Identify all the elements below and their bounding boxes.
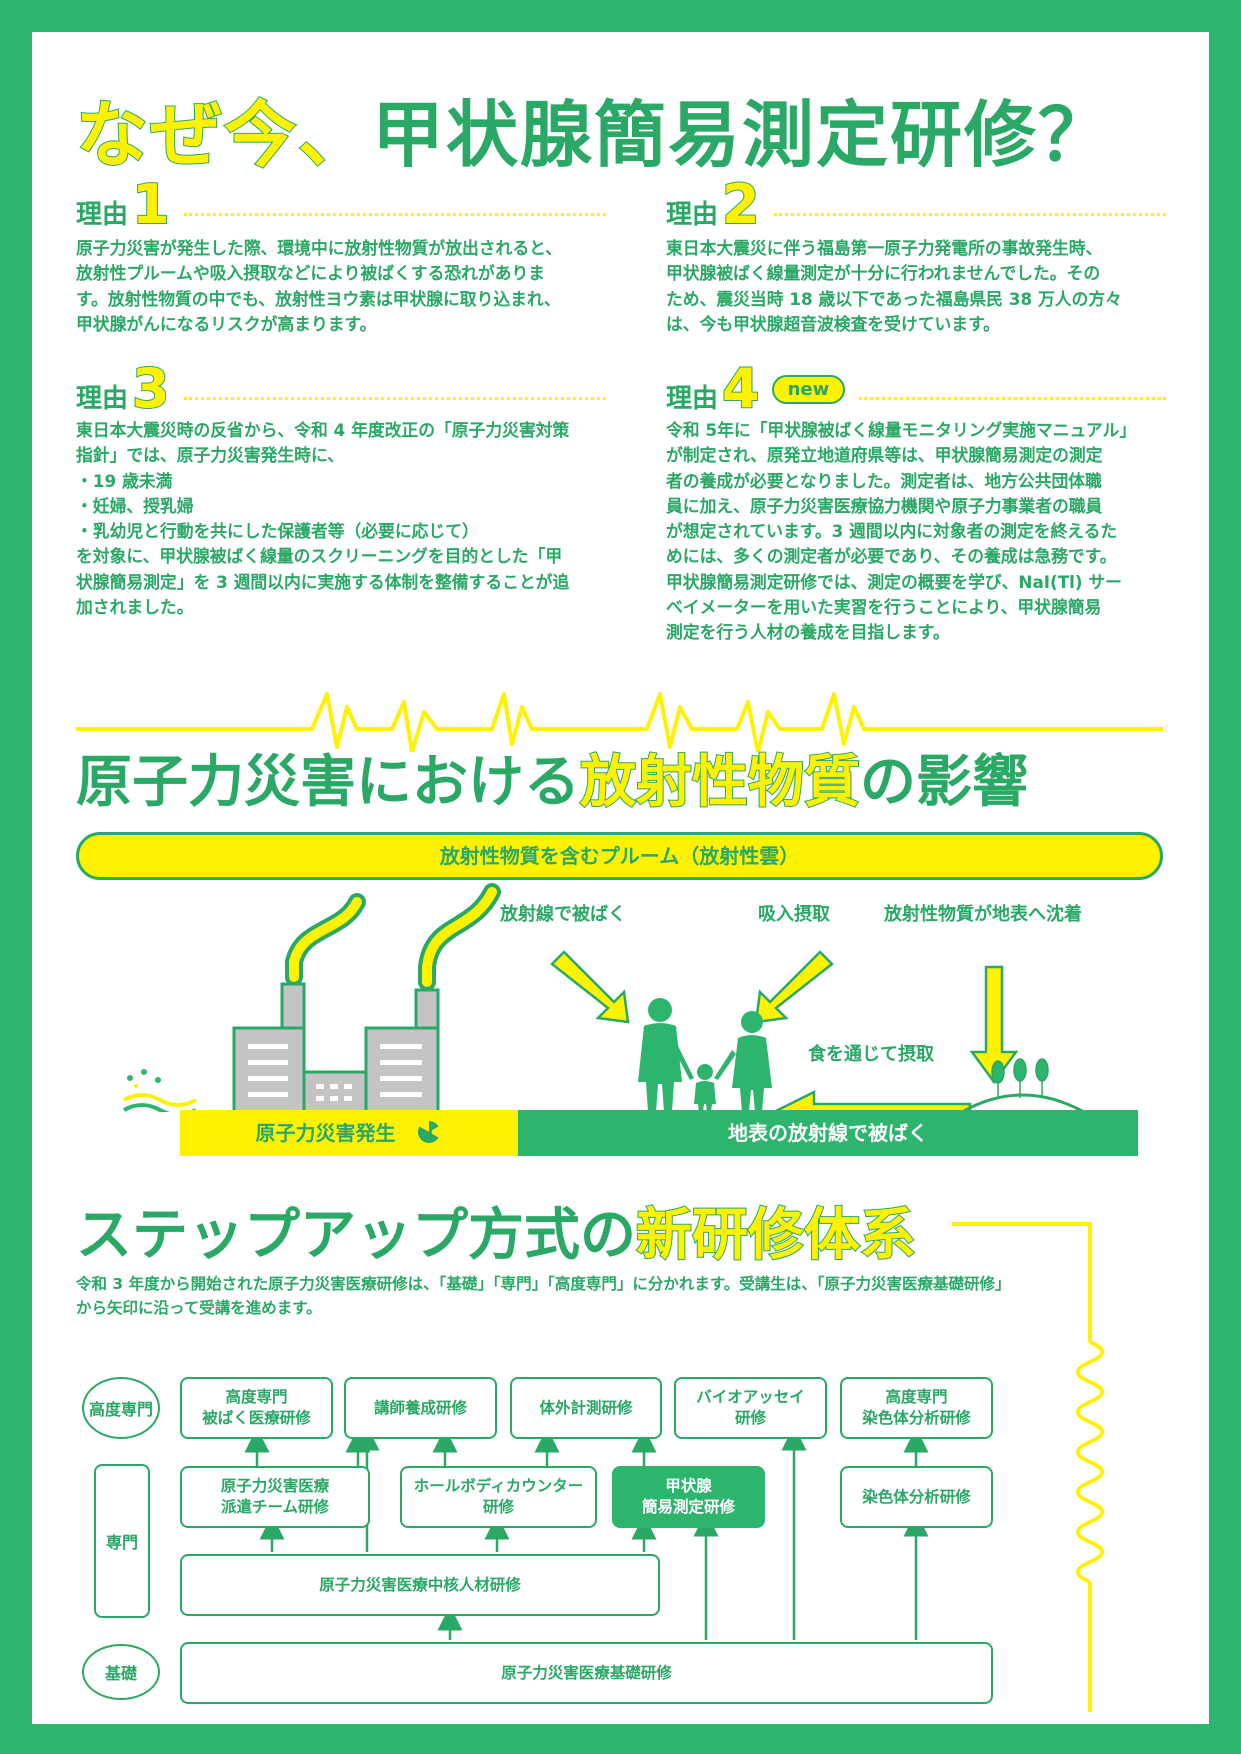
course-dispatch: 原子力災害医療 派遣チーム研修 — [180, 1466, 370, 1528]
text-line: ベイメーターを用いた実習を行うことにより、甲状腺簡易 — [666, 597, 1102, 618]
course-adv-chromosome: 高度専門 染色体分析研修 — [840, 1377, 993, 1439]
text-line: 甲状腺被ばく線量測定が十分に行われませんでした。その — [666, 263, 1101, 284]
arrow-icon — [550, 950, 1019, 1112]
dotted-rule — [183, 397, 606, 400]
ground-bar-left: 原子力災害発生 — [180, 1110, 518, 1156]
page-title: なぜ今、甲状腺簡易測定研修？ — [75, 76, 1113, 181]
label-inhalation: 吸入摂取 — [758, 904, 830, 925]
course-instructor: 講師養成研修 — [344, 1377, 497, 1439]
reason-number: 4 — [721, 357, 761, 420]
section3-title-pre: ステップアップ方式の — [76, 1203, 636, 1268]
text-line: 状腺簡易測定」を 3 週間以内に実施する体制を整備することが追 — [76, 571, 570, 592]
text-line: ・妊婦、授乳婦 — [76, 495, 194, 516]
level-specialist: 専門 — [94, 1464, 150, 1618]
text-line: 東日本大震災に伴う福島第一原子力発電所の事故発生時、 — [666, 238, 1103, 258]
course-chromosome: 染色体分析研修 — [840, 1466, 993, 1528]
label-deposit: 放射性物質が地表へ沈着 — [884, 904, 1082, 925]
wheat-icon — [991, 1058, 1049, 1098]
coil-decoration — [952, 1222, 1104, 1712]
smoke-stream — [289, 897, 362, 982]
ground-mound — [961, 1093, 1085, 1112]
level-advanced: 高度専門 — [82, 1377, 160, 1439]
text-line: す。放射性物質の中でも、放射性ヨウ素は甲状腺に取り込まれ、 — [76, 288, 561, 309]
reason-3-text: 東日本大震災時の反省から、令和 4 年度改正の「原子力災害対策 指針」では、原子… — [76, 418, 616, 620]
course-adv-medical: 高度専門 被ばく医療研修 — [180, 1377, 333, 1439]
new-badge: new — [771, 375, 846, 404]
level-basic: 基礎 — [82, 1644, 160, 1700]
label-radiation: 放射線で被ばく — [500, 904, 626, 925]
text-line: を対象に、甲状腺被ばく線量のスクリーニングを目的とした「甲 — [76, 546, 563, 567]
text-line: 原子力災害が発生した際、環境中に放射性物質が放出されると、 — [76, 238, 562, 258]
course-thyroid: 甲状腺 簡易測定研修 — [612, 1466, 765, 1528]
factory-windows — [248, 1044, 422, 1101]
section2-title-post: の影響 — [860, 750, 1028, 815]
title-part2: 甲状腺簡易測定研修？ — [372, 93, 1113, 177]
section3-intro: 令和 3 年度から開始された原子力災害医療研修は、「基礎」「専門」「高度専門」に… — [76, 1272, 1076, 1320]
reason-number: 2 — [721, 173, 761, 236]
reason-2-heading: 理由 2 — [666, 173, 1166, 236]
ground-left-label: 原子力災害発生 — [255, 1121, 396, 1145]
section3-title-highlight: 新研修体系 — [635, 1202, 917, 1269]
text-line: 員に加え、原子力災害医療協力機関や原子力事業者の職員 — [666, 495, 1103, 516]
reason-2-text: 東日本大震災に伴う福島第一原子力発電所の事故発生時、 甲状腺被ばく線量測定が十分… — [666, 236, 1181, 337]
text-line: が制定され、原発立地道府県等は、甲状腺簡易測定の測定 — [666, 445, 1103, 466]
section2-title-pre: 原子力災害における — [76, 750, 580, 815]
reason-number: 1 — [131, 173, 171, 236]
ground-bar-right: 地表の放射線で被ばく — [518, 1110, 1138, 1156]
text-line: ため、震災当時 18 歳以下であった福島県民 38 万人の方々 — [666, 288, 1122, 309]
text-line: 東日本大震災時の反省から、令和 4 年度改正の「原子力災害対策 — [76, 420, 570, 440]
course-bioassay: バイオアッセイ 研修 — [674, 1377, 827, 1439]
text-line: 令和 5年に「甲状腺被ばく線量モニタリング実施マニュアル」 — [666, 420, 1137, 440]
radiation-waves — [123, 1069, 197, 1112]
reason-1-heading: 理由 1 — [76, 173, 606, 236]
reason-1-text: 原子力災害が発生した際、環境中に放射性物質が放出されると、 放射性プルームや吸入… — [76, 236, 616, 337]
course-core: 原子力災害医療中核人材研修 — [180, 1554, 660, 1616]
text-line: は、今も甲状腺超音波検査を受けています。 — [666, 313, 1000, 334]
text-line: 放射性プルームや吸入摂取などにより被ばくする恐れがありま — [76, 263, 546, 284]
section2-title-highlight: 放射性物質 — [579, 749, 861, 816]
reason-label: 理由 — [76, 384, 129, 414]
reason-label: 理由 — [666, 384, 719, 414]
text-line: 者の養成が必要となりました。測定者は、地方公共団体職 — [666, 470, 1102, 491]
reason-label: 理由 — [76, 200, 129, 230]
plume-banner: 放射性物質を含むプルーム（放射性雲） — [76, 832, 1163, 880]
radiation-illustration — [123, 883, 1085, 1112]
section3-title: ステップアップ方式の新研修体系 — [76, 1190, 917, 1271]
factory-building — [302, 1070, 368, 1112]
dotted-rule — [773, 213, 1166, 216]
section2-title: 原子力災害における放射性物質の影響 — [76, 737, 1028, 818]
text-line: ・19 歳未満 — [76, 470, 173, 491]
reason-label: 理由 — [666, 200, 719, 230]
radiation-icon — [418, 1121, 439, 1143]
dotted-rule — [859, 397, 1166, 400]
course-basic: 原子力災害医療基礎研修 — [180, 1642, 993, 1704]
reason-4-heading: 理由 4 new — [666, 357, 1166, 420]
smoke-stream — [422, 887, 497, 987]
pulse-divider — [76, 692, 1163, 752]
reason-3-heading: 理由 3 — [76, 357, 606, 420]
factory-building — [364, 1026, 440, 1112]
flow-connectors — [244, 1425, 929, 1640]
factory-building — [232, 1026, 306, 1112]
text-line: 指針」では、原子力災害発生時に、 — [76, 445, 344, 466]
text-line: から矢印に沿って受講を進めます。 — [76, 1299, 322, 1317]
label-food: 食を通じて摂取 — [808, 1044, 934, 1065]
text-line: ・乳幼児と行動を共にした保護者等（必要に応じて） — [76, 521, 479, 542]
poster-page: なぜ今、甲状腺簡易測定研修？ 理由 1 原子力災害が発生した際、環境中に放射性物… — [32, 32, 1209, 1724]
course-wholebody: ホールボディカウンター 研修 — [400, 1466, 597, 1528]
dotted-rule — [183, 213, 606, 216]
text-line: 甲状腺簡易測定研修では、測定の概要を学び、NaI(Tl) サー — [666, 571, 1122, 592]
reason-4-text: 令和 5年に「甲状腺被ばく線量モニタリング実施マニュアル」 が制定され、原発立地… — [666, 418, 1181, 646]
text-line: 加されました。 — [76, 597, 194, 618]
reason-number: 3 — [131, 357, 171, 420]
text-line: めには、多くの測定者が必要であり、その養成は急務です。 — [666, 546, 1117, 567]
text-line: 測定を行う人材の養成を目指します。 — [666, 622, 950, 643]
text-line: 甲状腺がんになるリスクが高まります。 — [76, 313, 377, 334]
course-external: 体外計測研修 — [510, 1377, 662, 1439]
chimney — [280, 982, 306, 1030]
title-part1: なぜ今、 — [75, 92, 373, 178]
family-icon — [638, 998, 772, 1112]
text-line: が想定されています。3 週間以内に対象者の測定を終えるた — [666, 521, 1118, 542]
text-line: 令和 3 年度から開始された原子力災害医療研修は、「基礎」「専門」「高度専門」に… — [76, 1275, 1011, 1293]
